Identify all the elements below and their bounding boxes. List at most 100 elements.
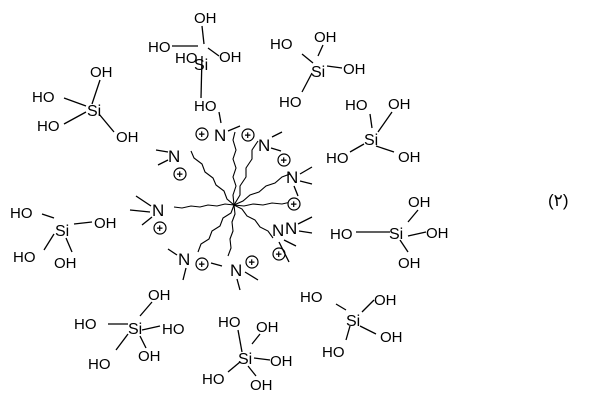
hydroxyl-group: OH [94, 215, 117, 232]
hydroxyl-group: OH [256, 319, 279, 336]
hydroxyl-group: HO [300, 289, 323, 306]
nitrogen-atom: N [152, 201, 164, 220]
ammonium-group: N + [277, 153, 313, 197]
ammonium-group: N + [272, 221, 297, 263]
silicon-atom: Si [346, 313, 360, 330]
hydroxyl-group: HO [32, 89, 55, 106]
chain-8 [233, 204, 274, 239]
silicon-atom: Si [238, 351, 252, 368]
charge-sign: + [199, 259, 205, 271]
nitrogen-atom: N [178, 250, 190, 269]
silicon-atom: Si [364, 132, 378, 149]
chain-9 [233, 201, 292, 207]
positive-charge-icon [241, 128, 255, 142]
equation-label: (٢) [548, 191, 568, 210]
hydroxyl-group: OH [250, 377, 273, 394]
silicate-unit: HO OH Si OH HO [300, 289, 403, 361]
nitrogen-atom: N [168, 147, 180, 166]
ammonium-groups: N + N + N + + N [129, 111, 313, 291]
chain-2 [233, 140, 259, 206]
hydroxyl-group: HO [322, 344, 345, 361]
hydroxyl-group: OH [343, 61, 366, 78]
hydroxyl-group: OH [219, 49, 242, 66]
chain-3 [233, 173, 291, 206]
positive-charge-icon [195, 257, 209, 271]
hydroxyl-group: OH [398, 149, 421, 166]
nitrogen-atom: N [286, 168, 298, 187]
central-core [173, 131, 292, 257]
charge-sign: + [245, 130, 251, 142]
hydroxyl-group: OH [90, 64, 113, 81]
hydroxyl-group: OH [380, 329, 403, 346]
silicate-unit: HO Si OH HO OH [10, 205, 117, 272]
positive-charge-icon [173, 167, 187, 181]
silicate-unit: OH HO Si HO OH [32, 64, 139, 146]
charge-sign: + [291, 199, 297, 211]
charge-sign: + [199, 129, 205, 141]
positive-charge-icon [245, 255, 259, 269]
positive-charge-icon [195, 127, 209, 141]
silicate-unit: OH HO HO OH Si HO [148, 10, 242, 115]
chain-6 [197, 204, 235, 253]
hydroxyl-group: OH [314, 29, 337, 46]
silicate-units: OH HO HO OH Si HO OH HO Si OH HO OH HO [10, 10, 449, 394]
hydroxyl-group: HO [10, 205, 33, 222]
hydroxyl-group: OH [270, 353, 293, 370]
nitrogen-atom: N [214, 126, 226, 145]
chain-1 [232, 131, 237, 206]
hydroxyl-group: OH [194, 10, 217, 27]
hydroxyl-group: HO [37, 118, 60, 135]
hydroxyl-group: HO [13, 249, 36, 266]
silicate-unit: OH HO Si HO HO OH [74, 287, 185, 373]
silicate-unit: HO OH Si OH HO OH [202, 314, 293, 394]
hydroxyl-group: HO [74, 316, 97, 333]
nitrogen-atom: N [272, 221, 284, 240]
hydroxyl-group: HO [162, 321, 185, 338]
ammonium-group: + N [285, 197, 313, 238]
silicon-atom: Si [389, 226, 403, 243]
chain-5 [173, 203, 235, 209]
chain-4 [190, 150, 235, 206]
ammonium-group: N + [167, 248, 209, 281]
hydroxyl-group: OH [426, 225, 449, 242]
silicate-unit: OH HO Si OH HO [270, 29, 366, 111]
charge-sign: + [157, 223, 163, 235]
silicate-unit: HO OH Si HO OH [326, 96, 421, 167]
hydroxyl-group: HO [175, 50, 198, 67]
hydroxyl-group: HO [218, 314, 241, 331]
ammonium-group: N + [195, 111, 241, 145]
charge-sign: + [281, 155, 287, 167]
hydroxyl-group: HO [345, 97, 368, 114]
hydroxyl-group: HO [148, 39, 171, 56]
charge-sign: + [276, 249, 282, 261]
hydroxyl-group: HO [270, 36, 293, 53]
charge-sign: + [249, 257, 255, 269]
silicate-unit: OH HO Si OH OH [330, 194, 449, 272]
silicon-atom: Si [194, 57, 208, 74]
hydroxyl-group: HO [279, 94, 302, 111]
silicon-atom: Si [55, 223, 69, 240]
ammonium-group: N + [210, 255, 259, 291]
ammonium-group: N + [155, 147, 187, 181]
hydroxyl-group: OH [116, 129, 139, 146]
silicon-atom: Si [87, 103, 101, 120]
hydroxyl-group: HO [330, 226, 353, 243]
charge-sign: + [177, 169, 183, 181]
positive-charge-icon [153, 221, 167, 235]
positive-charge-icon [287, 197, 301, 211]
ammonium-group: N + [129, 195, 167, 235]
nitrogen-atom: N [258, 136, 270, 155]
ammonium-group: N + [241, 128, 283, 155]
hydroxyl-group: HO [88, 356, 111, 373]
hydroxyl-group: HO [326, 150, 349, 167]
hydroxyl-group: OH [54, 255, 77, 272]
positive-charge-icon [277, 153, 291, 167]
hydroxyl-group: OH [148, 287, 171, 304]
silicon-atom: Si [128, 321, 142, 338]
hydroxyl-group: HO [202, 371, 225, 388]
chain-7 [227, 204, 236, 257]
hydroxyl-group: OH [374, 292, 397, 309]
nitrogen-atom: N [285, 219, 297, 238]
hydroxyl-group: OH [388, 96, 411, 113]
